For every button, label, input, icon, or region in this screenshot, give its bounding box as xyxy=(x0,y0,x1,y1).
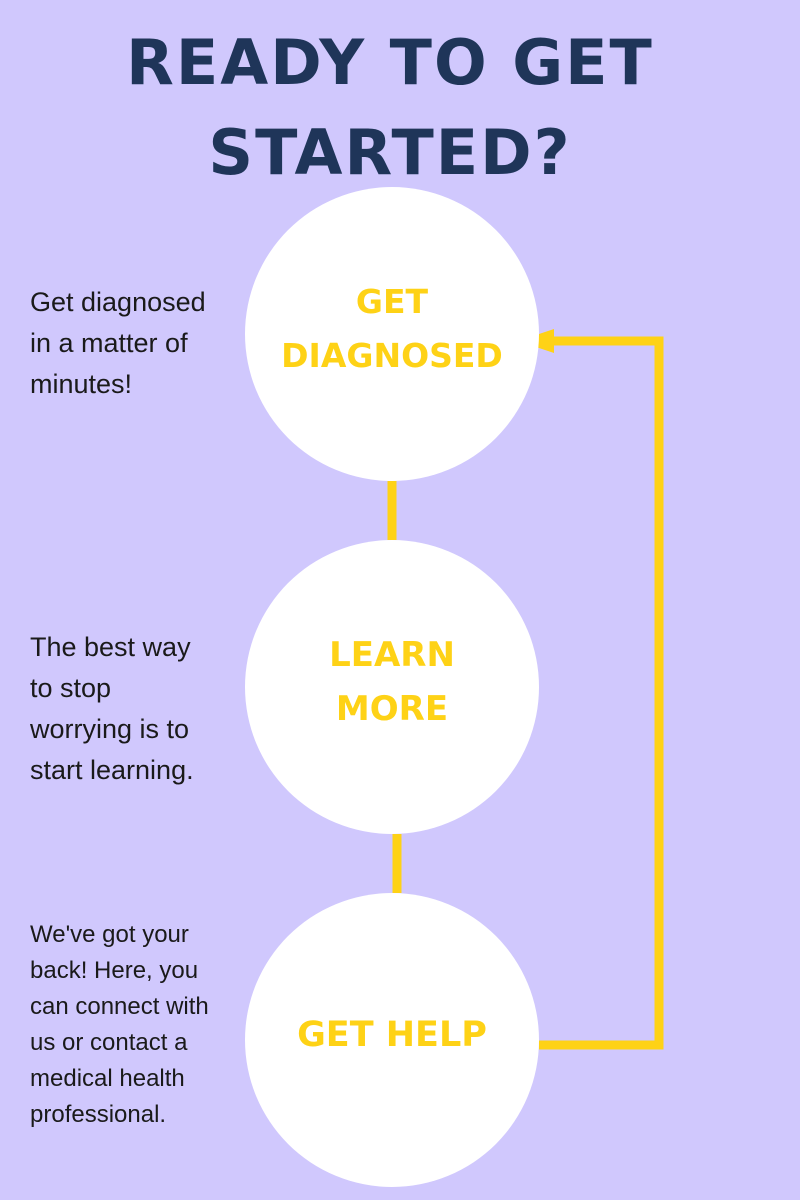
step-2-desc-line-4: start learning. xyxy=(30,755,194,785)
step-1-label-line-2: DIAGNOSED xyxy=(281,336,503,375)
step-3-desc-line-4: us or contact a xyxy=(30,1029,188,1056)
return-arrow-line xyxy=(539,336,664,1050)
step-2-label-line-2: MORE xyxy=(335,689,449,729)
step-3-desc-line-6: professional. xyxy=(30,1101,167,1128)
step-1-label-line-1: GET xyxy=(355,282,429,321)
page-title: READY TO GET STARTED? xyxy=(0,18,780,198)
step-3-desc-line-1: We've got your xyxy=(30,921,189,948)
step-description-learn-more: The best way to stop worrying is to star… xyxy=(30,627,194,791)
step-2-desc-line-3: worrying is to xyxy=(30,714,190,744)
step-3-desc-line-5: medical health xyxy=(30,1065,185,1092)
step-circle-get-diagnosed: GET DIAGNOSED xyxy=(245,187,539,481)
step-1-desc-line-3: minutes! xyxy=(30,369,133,399)
step-description-get-help: We've got your back! Here, you can conne… xyxy=(30,917,209,1133)
step-2-label-line-1: LEARN xyxy=(329,635,455,675)
step-circle-learn-more: LEARN MORE xyxy=(245,540,539,834)
step-3-desc-line-3: can connect with xyxy=(30,993,209,1020)
step-3-label-line-1: GET HELP xyxy=(297,1015,487,1055)
step-label-get-help: GET HELP xyxy=(297,1008,487,1062)
step-1-desc-line-1: Get diagnosed xyxy=(30,287,206,317)
step-circle-get-help: GET HELP xyxy=(245,893,539,1187)
title-line-1: READY TO GET xyxy=(126,26,654,99)
step-label-learn-more: LEARN MORE xyxy=(329,628,455,736)
step-2-desc-line-2: to stop xyxy=(30,673,112,703)
step-2-desc-line-1: The best way xyxy=(30,632,191,662)
step-1-desc-line-2: in a matter of xyxy=(30,328,188,358)
step-3-desc-line-2: back! Here, you xyxy=(30,957,199,984)
title-line-2: STARTED? xyxy=(208,116,572,189)
step-label-get-diagnosed: GET DIAGNOSED xyxy=(281,275,503,383)
step-description-get-diagnosed: Get diagnosed in a matter of minutes! xyxy=(30,282,206,405)
